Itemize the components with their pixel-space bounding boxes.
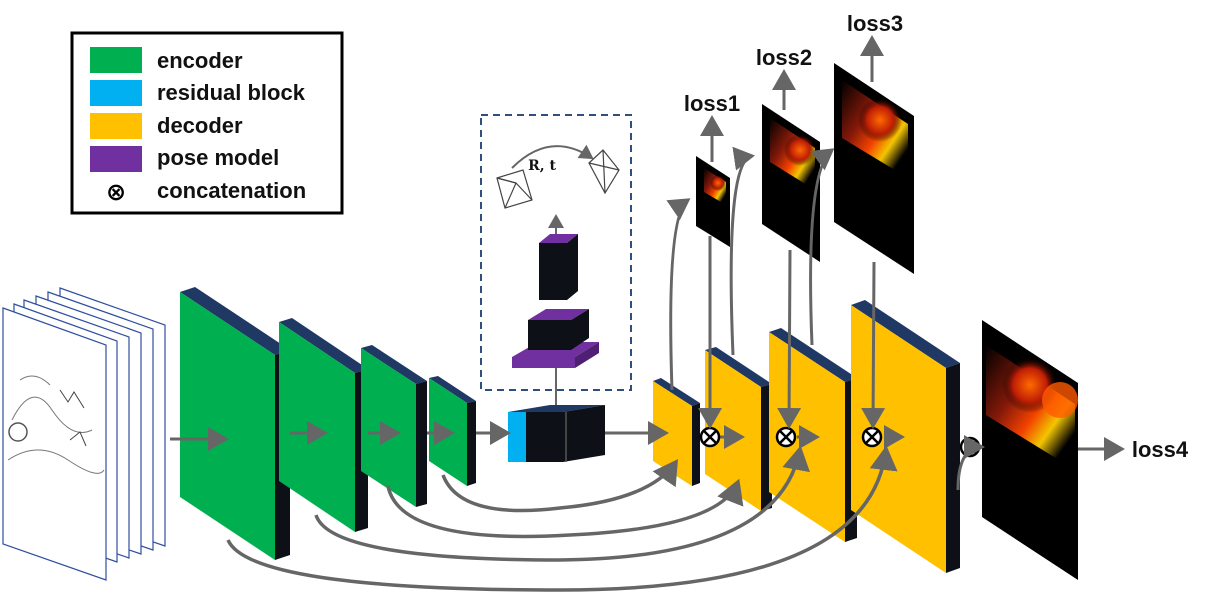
skip-connection xyxy=(386,478,744,539)
output-depth-map-4 xyxy=(982,320,1078,580)
camera-frustum-icon xyxy=(496,169,533,209)
loss1-label: loss1 xyxy=(684,91,740,116)
encoder-block-1 xyxy=(180,287,290,560)
pose-model-dashed-box xyxy=(480,114,632,391)
input-frame-front xyxy=(2,307,107,581)
pose-transform-arrow xyxy=(511,144,594,169)
legend: ⊗ encoder residual block decoder pose mo… xyxy=(70,31,344,215)
pose-model-mid xyxy=(528,309,589,350)
loss3-label: loss3 xyxy=(847,11,903,36)
pose-transform-label: R, t xyxy=(528,158,556,174)
concat-node xyxy=(699,426,721,448)
loss2-label: loss2 xyxy=(756,45,812,70)
pose-model-panel: R, t xyxy=(480,114,632,405)
pose-model-top xyxy=(539,234,578,300)
legend-swatch-residual xyxy=(90,80,142,106)
skip-connection xyxy=(314,445,810,562)
legend-swatch-decoder xyxy=(90,113,142,139)
loss4-label: loss4 xyxy=(1132,437,1189,462)
residual-block xyxy=(508,405,605,462)
skip-connection xyxy=(441,459,678,513)
legend-label-residual: residual block xyxy=(157,80,306,105)
legend-concat-symbol: ⊗ xyxy=(106,178,126,206)
legend-label-pose: pose model xyxy=(157,145,279,170)
encoder-block-2 xyxy=(279,318,368,532)
encoder-block-4 xyxy=(429,376,476,486)
output-depth-map-3 xyxy=(834,63,914,274)
legend-label-concat: concatenation xyxy=(157,178,306,203)
concat-node xyxy=(775,426,797,448)
skip-connection xyxy=(226,445,898,592)
output-depth-map-1 xyxy=(696,156,730,247)
legend-label-decoder: decoder xyxy=(157,113,243,138)
legend-swatch-pose xyxy=(90,146,142,172)
encoder-block-3 xyxy=(361,345,427,507)
concat-node xyxy=(861,426,883,448)
legend-label-encoder: encoder xyxy=(157,48,243,73)
output-depth-map-2 xyxy=(762,104,820,262)
input-frame-stack xyxy=(2,287,166,581)
legend-swatch-encoder xyxy=(90,47,142,73)
camera-frustum-icon xyxy=(588,149,620,195)
